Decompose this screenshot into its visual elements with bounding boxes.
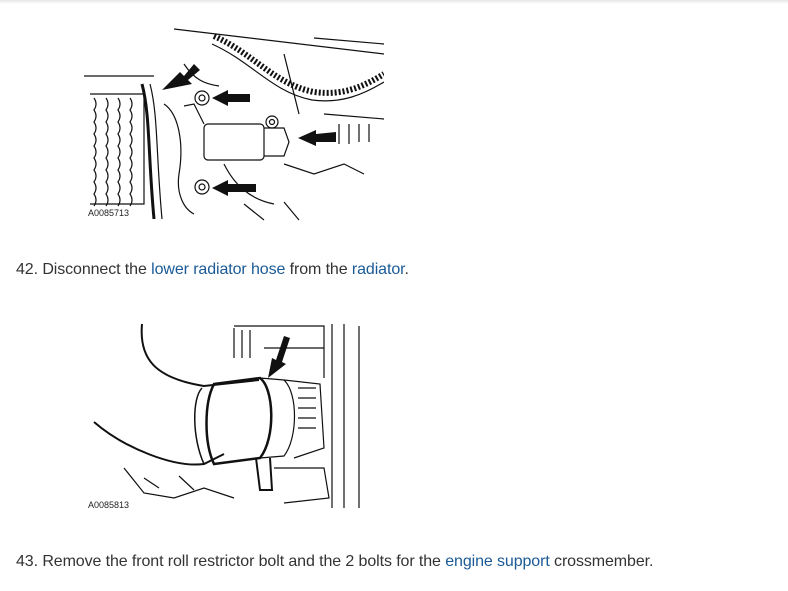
figure-id-label: A0085813: [86, 500, 132, 510]
step-text: .: [404, 261, 409, 278]
arrow-marker-hose: [268, 336, 290, 378]
figure-engine-connectors: A0085713: [84, 24, 384, 224]
line-drawing-engine-connectors: [84, 28, 384, 221]
arrow-marker-2: [212, 90, 250, 106]
link-radiator[interactable]: radiator: [351, 261, 405, 278]
arrow-marker-4: [212, 180, 256, 196]
step-number: 42.: [16, 261, 38, 278]
step-43-text: 43. Remove the front roll restrictor bol…: [16, 552, 653, 572]
step-text: from the: [289, 261, 348, 278]
arrow-marker-1: [162, 64, 200, 90]
step-text: Remove the front roll restrictor bolt an…: [42, 553, 441, 570]
line-drawing-radiator-hose: [93, 323, 360, 508]
step-42-text: 42. Disconnect the lower radiator hose f…: [16, 260, 409, 280]
step-text: crossmember.: [554, 553, 654, 570]
step-text: Disconnect the: [42, 261, 147, 278]
arrow-marker-3: [298, 130, 336, 146]
link-lower-radiator-hose[interactable]: lower radiator hose: [151, 261, 286, 278]
step-number: 43.: [16, 553, 38, 570]
figure-radiator-hose: A0085813: [84, 318, 369, 518]
figure-id-label: A0085713: [86, 208, 132, 218]
top-shadow-bar: [0, 0, 788, 4]
link-engine-support[interactable]: engine support: [445, 553, 550, 570]
